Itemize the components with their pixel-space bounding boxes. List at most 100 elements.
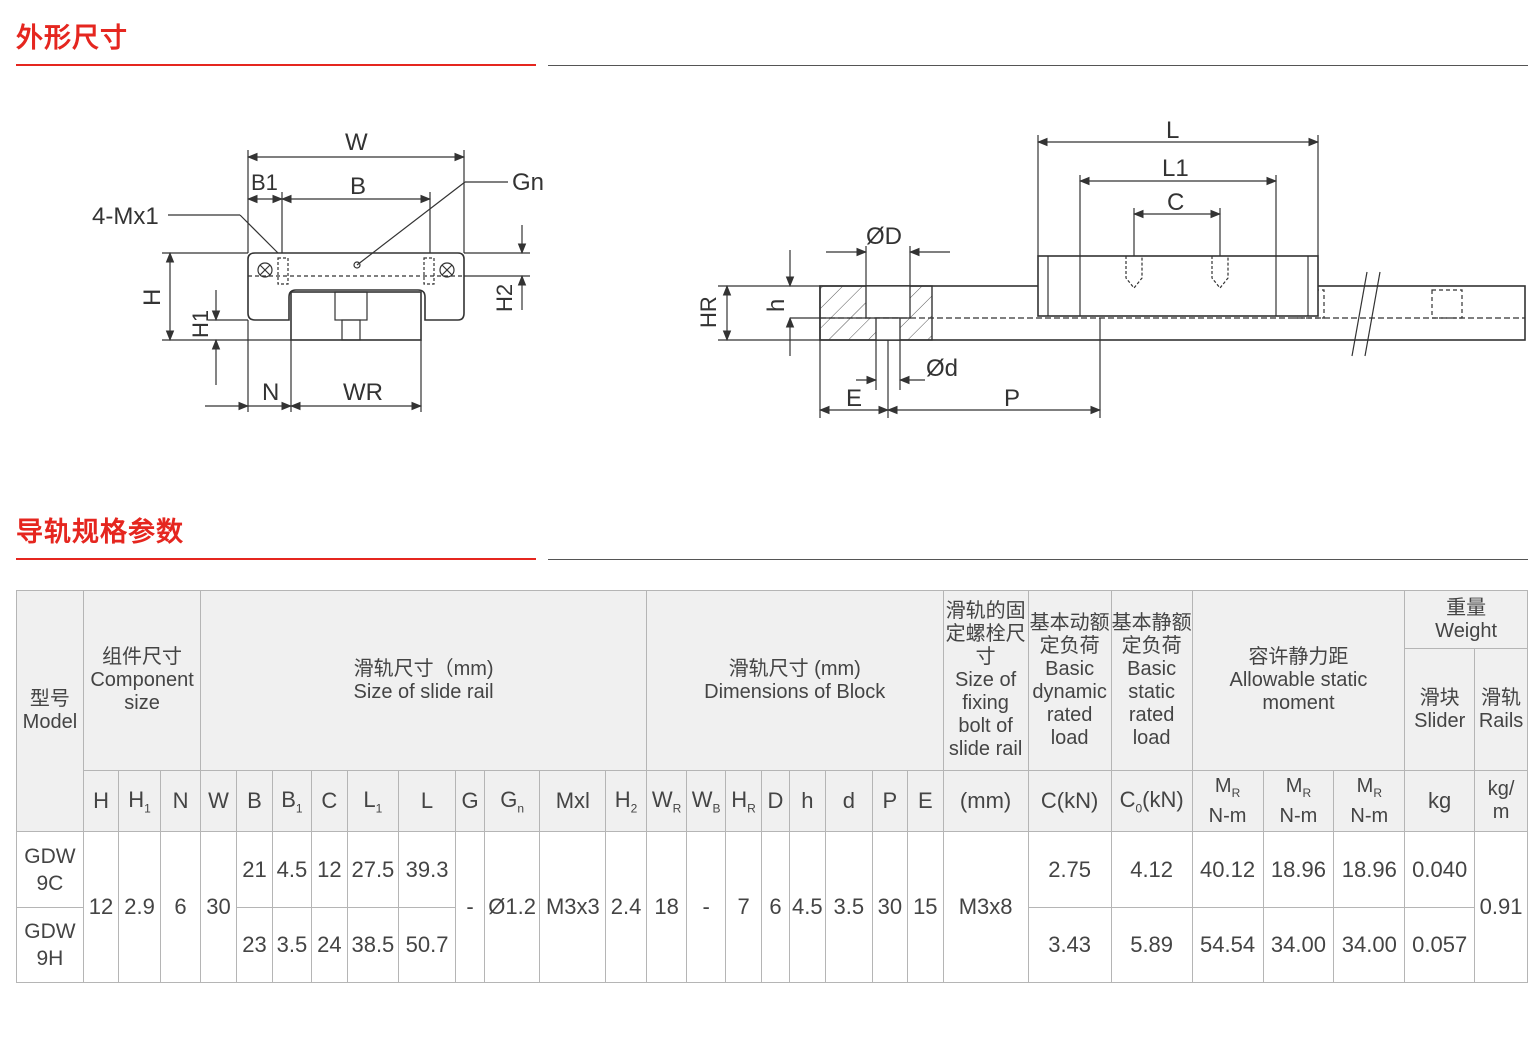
label-L: L [1166,117,1179,144]
cell-B1: 4.5 [272,831,312,908]
specs-underline-red [16,558,536,560]
cell-B1: 3.5 [272,907,312,983]
cell-WR: 18 [645,831,688,983]
label-P: P [1004,385,1020,412]
label-OD: ØD [866,223,902,250]
cell-M1: 54.54 [1191,907,1264,983]
title-underline-gray [548,65,1528,66]
cell-M3: 34.00 [1333,907,1406,983]
cell-N: 6 [159,831,202,983]
cell-M2: 34.00 [1262,907,1335,983]
label-B: B [350,173,366,200]
col-d: d [825,770,873,832]
cell-B: 23 [235,907,274,983]
label-C: C [1167,189,1184,216]
col-L1: L1 [347,770,399,832]
section-title-dimensions: 外形尺寸 [16,23,128,54]
col-C: C [310,770,349,832]
label-HR: HR [696,296,721,328]
col-h: h [788,770,827,832]
col-B1: B1 [272,770,312,832]
label-4-Mx1: 4-Mx1 [92,203,159,230]
cell-M1: 40.12 [1191,831,1264,908]
label-L1: L1 [1162,155,1189,182]
col-mm: (mm) [942,770,1029,832]
col-D: D [761,770,790,832]
label-H1: H1 [188,310,213,338]
label-h: h [763,299,790,312]
cell-Gn: Ø1.2 [483,831,541,983]
col-WB: WB [686,770,726,832]
cell-H: 12 [82,831,120,983]
cell-slider-kg: 0.057 [1404,907,1476,983]
cell-rails-kgm: 0.91 [1474,831,1528,983]
col-E: E [907,770,944,832]
title-underline-red [16,64,536,66]
label-N: N [262,379,279,406]
cell-M2: 18.96 [1262,831,1335,908]
label-H2: H2 [492,284,517,312]
header-slide-rail-size: 滑轨尺寸（mm)Size of slide rail [200,590,647,771]
cell-WB: - [686,831,726,983]
cell-B: 21 [235,831,274,908]
cell-H2: 2.4 [605,831,647,983]
end-view-drawing: W B1 B Gn 4-Mx1 H H1 H2 N WR [92,129,544,412]
col-C-kN: C(kN) [1027,770,1112,832]
col-W: W [200,770,237,832]
cell-d: 3.5 [825,831,873,983]
label-H: H [139,289,166,306]
cell-P: 30 [871,831,909,983]
label-W: W [345,129,368,156]
col-N: N [159,770,202,832]
cell-C-kN: 2.75 [1027,831,1112,908]
cell-G: - [455,831,485,983]
cell-Mxl: M3x3 [539,831,607,983]
col-kg-per-m: kg/m [1474,770,1528,832]
col-L: L [397,770,457,832]
cell-L1: 27.5 [347,831,399,908]
cell-slider-kg: 0.040 [1404,831,1476,908]
col-kg: kg [1404,770,1476,832]
cell-L: 39.3 [397,831,457,908]
col-WR: WR [645,770,688,832]
label-WR: WR [343,379,383,406]
cell-H1: 2.9 [118,831,161,983]
col-C0-kN: C0(kN) [1110,770,1193,832]
cell-C0-kN: 5.89 [1110,907,1193,983]
cell-D: 6 [761,831,790,983]
header-block-dimensions: 滑轨尺寸 (mm)Dimensions of Block [645,590,944,771]
col-P: P [871,770,909,832]
cell-M3: 18.96 [1333,831,1406,908]
cell-C: 24 [310,907,349,983]
col-H2: H2 [605,770,647,832]
cell-W: 30 [200,831,237,983]
specs-underline-gray [548,559,1528,560]
cell-L: 50.7 [397,907,457,983]
label-B1: B1 [251,170,278,195]
cell-h: 4.5 [788,831,827,983]
label-E: E [846,385,862,412]
cell-C0-kN: 4.12 [1110,831,1193,908]
col-Mxl: Mxl [539,770,607,832]
label-Od: Ød [926,355,958,382]
col-G: G [455,770,485,832]
col-B: B [235,770,274,832]
cell-HR: 7 [724,831,763,983]
cell-L1: 38.5 [347,907,399,983]
col-H: H [82,770,120,832]
dimension-drawings: W B1 B Gn 4-Mx1 H H1 H2 N WR [92,117,1526,418]
cell-C: 12 [310,831,349,908]
